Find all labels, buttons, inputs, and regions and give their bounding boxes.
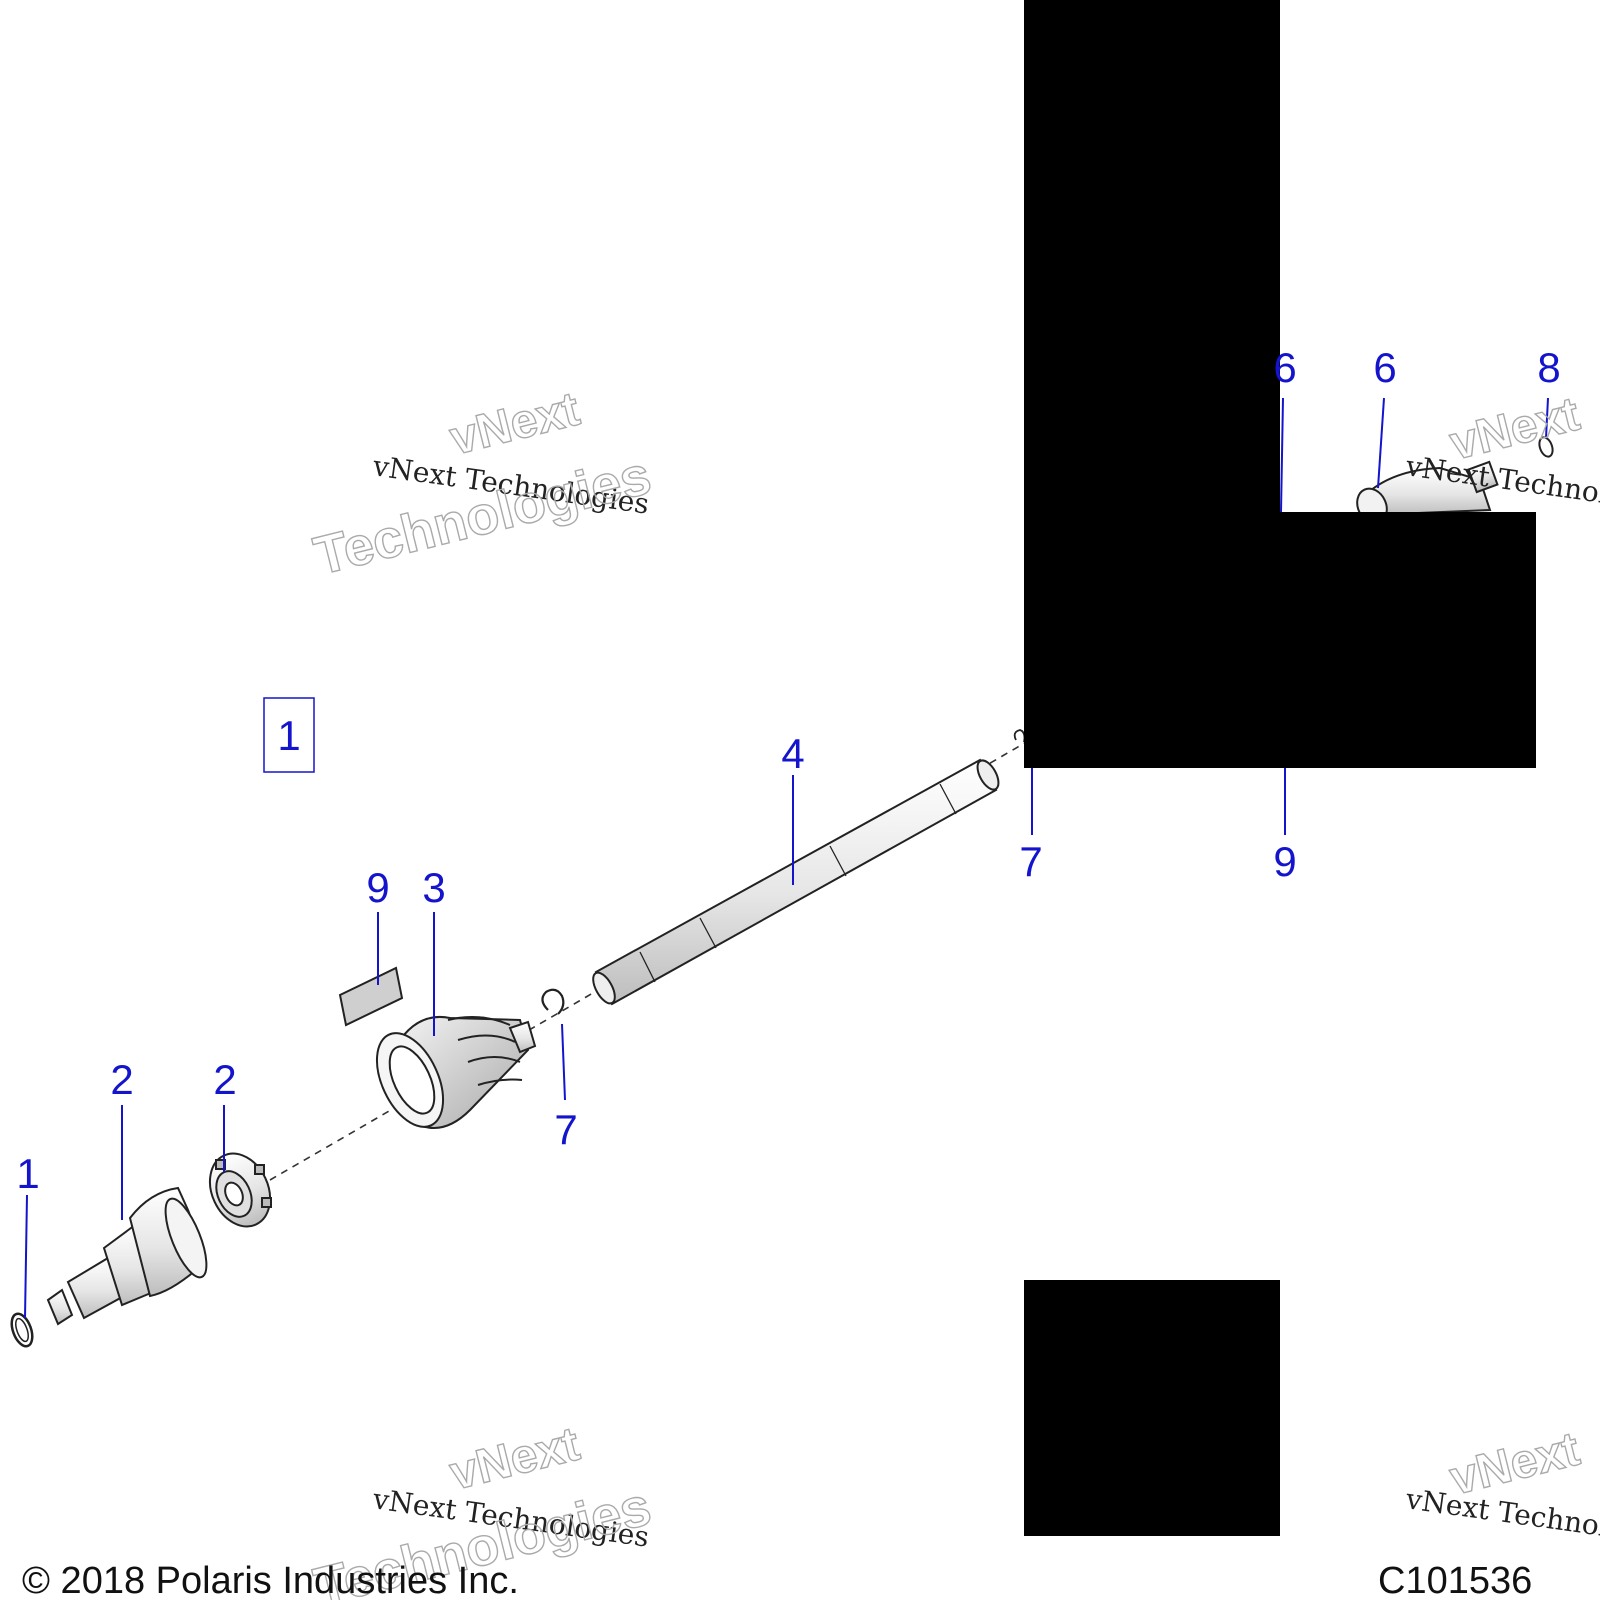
callout-part-6: 6: [1373, 344, 1396, 391]
svg-text:vNext: vNext: [445, 1418, 585, 1501]
leader-line: [1280, 397, 1284, 513]
svg-text:vNext: vNext: [1445, 1423, 1585, 1506]
snap-ring-left-part: [541, 988, 565, 1015]
bearing-cage-part: [208, 1152, 272, 1228]
callout-shaft-4: 4: [781, 730, 804, 777]
watermark-right-lower: vNext Technologies vNext: [1403, 1422, 1600, 1554]
snap-ring-right-part: [1013, 729, 1026, 743]
redaction-block-upper: [1024, 0, 1280, 768]
callout-bearing-2: 2: [213, 1056, 236, 1103]
cv-housing-part: [46, 1186, 208, 1326]
leader-line: [24, 1194, 28, 1319]
callout-part-8: 8: [1537, 344, 1560, 391]
callout-kit-1: 1: [277, 712, 300, 759]
callout-boot-3: 3: [422, 864, 445, 911]
copyright-text: © 2018 Polaris Industries Inc.: [22, 1560, 519, 1602]
drawing-id-text: C101536: [1378, 1560, 1533, 1602]
kit-callout-box: [263, 697, 315, 773]
callout-packet-9-left: 9: [366, 864, 389, 911]
callout-ring-1: 1: [16, 1150, 39, 1197]
leader-line: [561, 1023, 566, 1101]
callout-clip-7-right: 7: [1019, 838, 1042, 885]
leader-line: [1377, 397, 1385, 489]
axle-shaft-part: [592, 758, 1000, 1006]
redaction-block-middle: [1280, 512, 1536, 768]
callout-packet-9-right: 9: [1273, 838, 1296, 885]
grease-packet-part: [338, 966, 404, 1027]
svg-text:vNext: vNext: [1445, 388, 1585, 471]
o-ring-part: [10, 1312, 34, 1348]
watermark-upper: vNext Technologies vNext Technologies: [308, 382, 658, 587]
callout-boot-6: 6: [1273, 344, 1296, 391]
callout-clip-7-left: 7: [554, 1106, 577, 1153]
cv-boot-part: [375, 1016, 537, 1129]
callout-housing-2: 2: [110, 1056, 133, 1103]
leader-line: [1545, 397, 1549, 439]
svg-text:vNext: vNext: [445, 383, 585, 466]
redaction-block-lower: [1024, 1280, 1280, 1536]
